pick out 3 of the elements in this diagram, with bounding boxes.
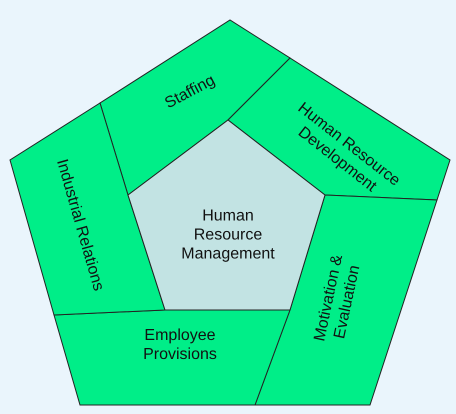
segment-label: Employee Provisions bbox=[142, 326, 218, 364]
segment-label: Human Resource Management bbox=[180, 206, 276, 264]
segment-label: Motivation & Evaluation bbox=[310, 252, 364, 345]
